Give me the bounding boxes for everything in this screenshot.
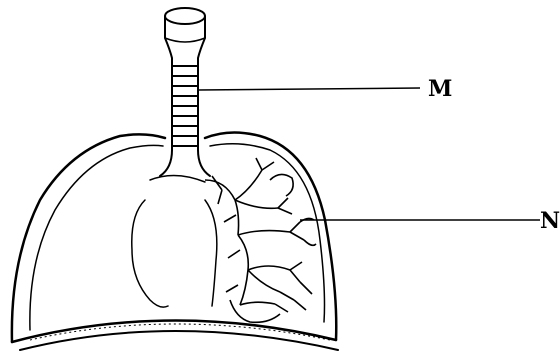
thoracic-outline — [12, 132, 336, 342]
heart-outline — [132, 175, 217, 307]
bronchial-tree — [205, 158, 316, 322]
label-n: N — [540, 208, 560, 234]
label-m: M — [428, 76, 452, 102]
diaphragm — [12, 320, 338, 350]
trachea — [160, 8, 210, 176]
leader-line-m — [198, 88, 420, 90]
